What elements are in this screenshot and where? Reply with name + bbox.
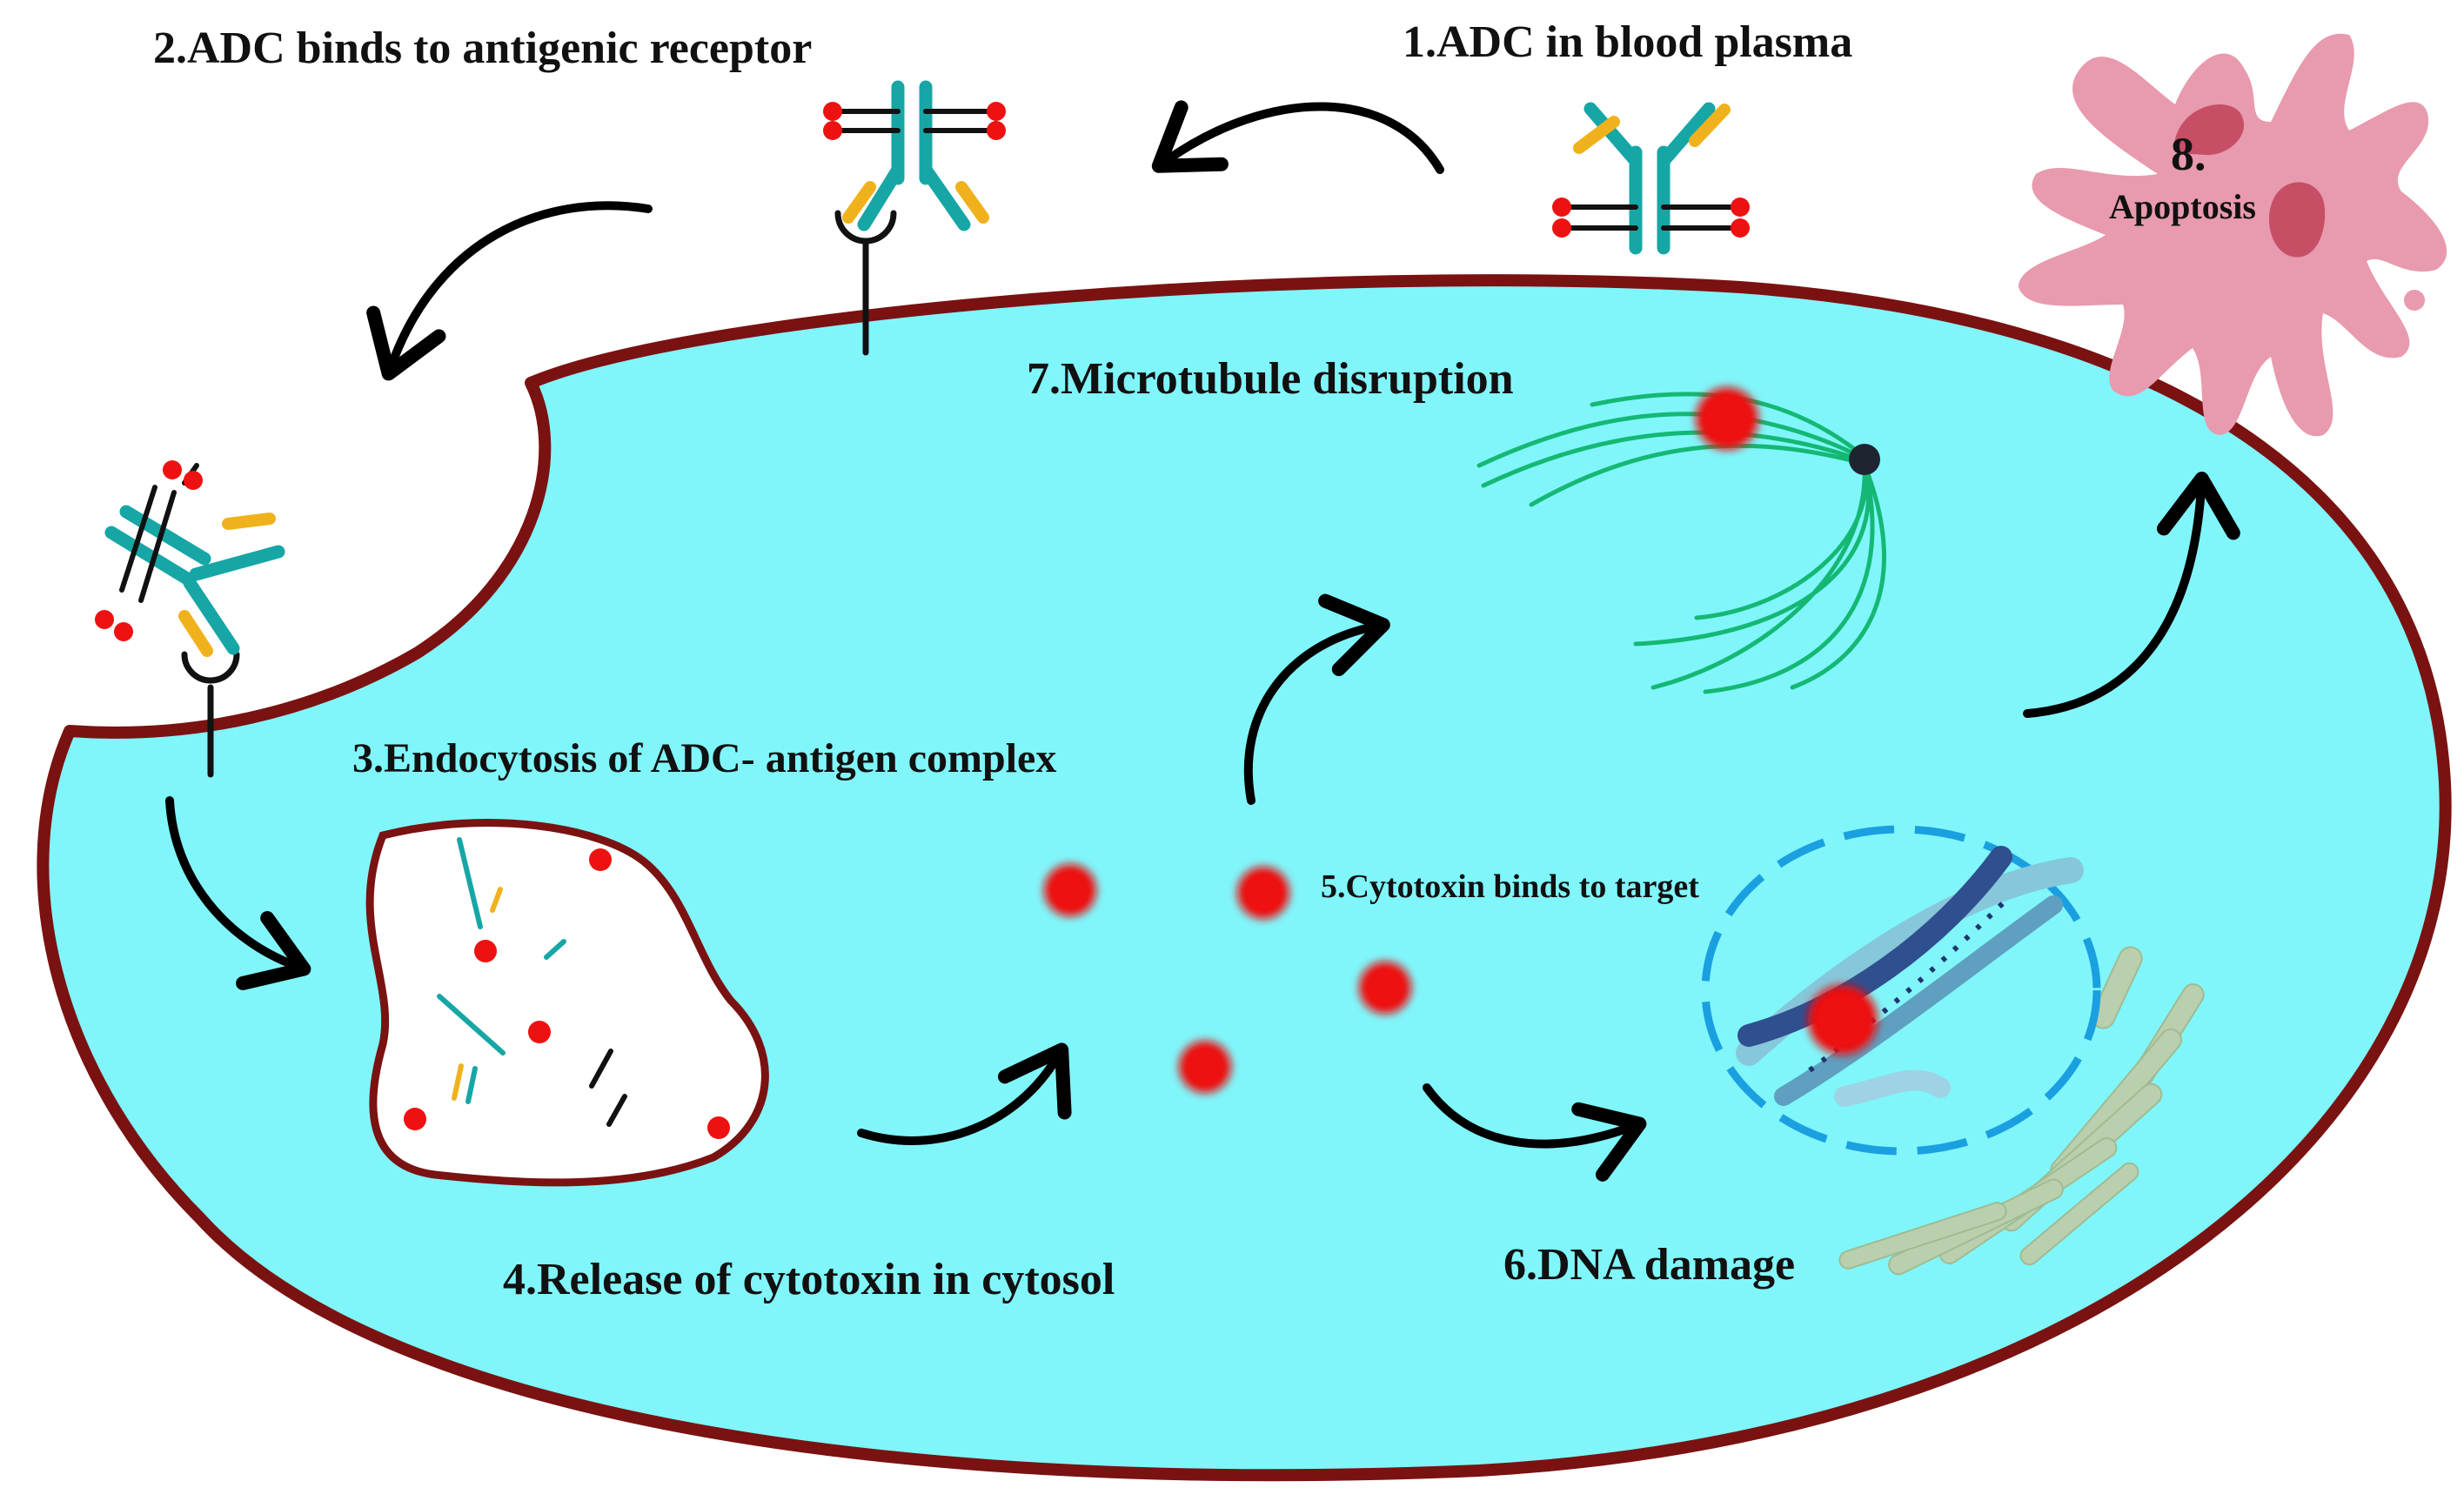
cytotoxin-icon: [707, 1116, 730, 1139]
step1-label: 1.ADC in blood plasma: [1403, 17, 1853, 67]
step4-label: 4.Release of cytotoxin in cytosol: [503, 1255, 1115, 1304]
cytotoxin-icon: [95, 460, 203, 641]
step6-label: 6.DNA damage: [1503, 1240, 1796, 1290]
nucleus-icon: [1701, 825, 2101, 1156]
step3-label: 3.Endocytosis of ADC- antigen complex: [352, 735, 1057, 781]
cytotoxin-icon: [1696, 387, 1758, 450]
curved-arrow-icon: [1151, 100, 1444, 174]
curved-arrow-icon: [2023, 472, 2240, 718]
cytotoxin-icon: [474, 940, 497, 962]
adc-antibody-icon: [834, 80, 994, 231]
curved-arrow-icon: [366, 201, 653, 381]
cytotoxin-icon: [1808, 985, 1878, 1055]
released-cytotoxins: [1044, 864, 1411, 1093]
cytotoxin-icon: [1552, 198, 1750, 238]
cytotoxin-icon: [1179, 1041, 1231, 1093]
antigen-receptor-icon: [181, 651, 240, 778]
apoptotic-nucleus-icon: [2174, 104, 2326, 258]
cytotoxin-icon: [404, 1108, 426, 1130]
microtubule-icon: [1476, 392, 1886, 694]
cytotoxin-icon: [1237, 867, 1289, 919]
apoptotic-cell-icon: [2019, 33, 2447, 437]
adc-antibody-icon: [1563, 102, 1738, 255]
step7-label: 7.Microtubule disruption: [1027, 354, 1514, 404]
step8-label: Apoptosis: [2109, 187, 2256, 226]
endosome-cytotoxins: [404, 848, 730, 1139]
adc-antibody-icon: [104, 463, 285, 657]
step2-label: 2.ADC binds to antigenic receptor: [153, 23, 813, 73]
endoplasmic-reticulum-icon: [1838, 946, 2205, 1276]
cytotoxin-icon: [1044, 864, 1096, 916]
cytotoxin-icon: [528, 1021, 551, 1043]
curved-arrow-icon: [1423, 1083, 1647, 1182]
centrosome-icon: [1849, 444, 1880, 475]
cytotoxin-icon: [589, 848, 612, 871]
curved-arrow-icon: [1243, 593, 1390, 805]
curved-arrow-icon: [857, 1042, 1072, 1145]
cytotoxin-icon: [823, 102, 1006, 140]
curved-arrow-icon: [165, 796, 311, 990]
step8-number: 8.: [2171, 128, 2206, 180]
step5-label: 5.Cytotoxin binds to target: [1321, 868, 1699, 905]
endosome-contents: [437, 837, 627, 1127]
process-arrows: [165, 100, 2240, 1182]
antigen-receptor-icon: [834, 210, 897, 356]
cytotoxin-icon: [1359, 962, 1411, 1014]
